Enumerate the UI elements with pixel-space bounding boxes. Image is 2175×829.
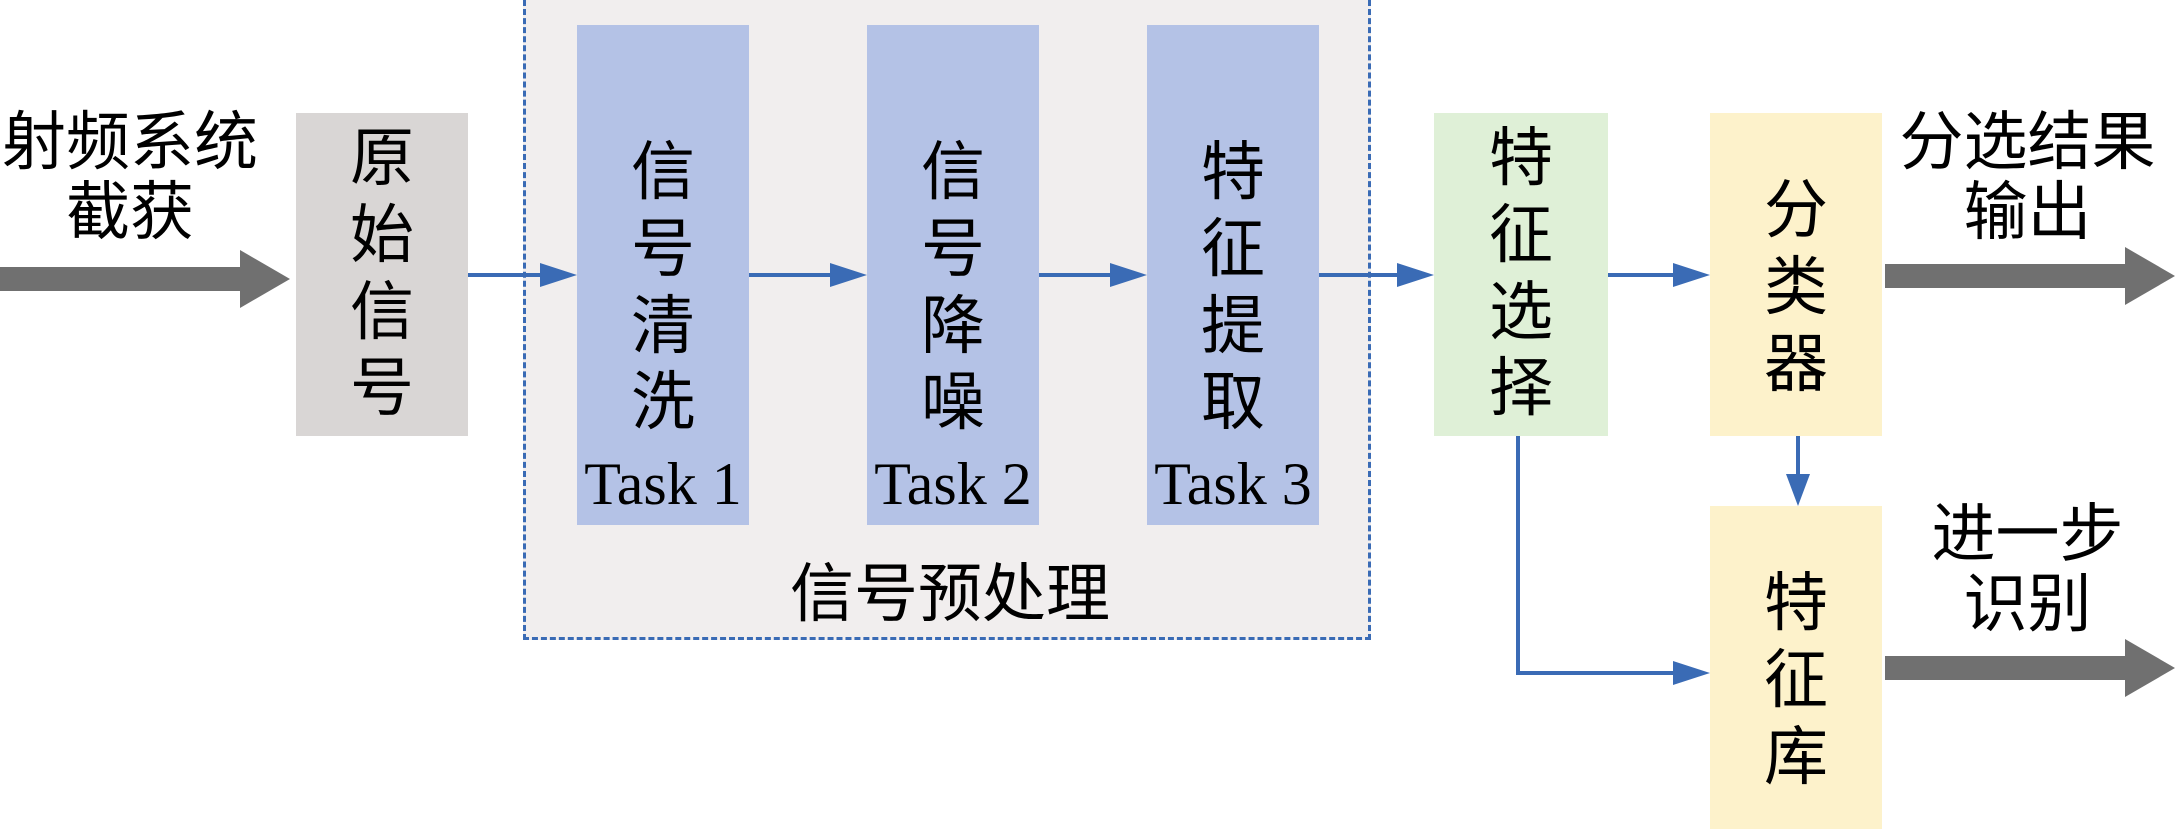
step-box-denoise: 信号降噪	[867, 25, 1039, 525]
output-label-line2: 输出	[1963, 176, 2092, 251]
step-label-denoise: 信号降噪	[921, 136, 985, 441]
classifier-box: 分类器	[1710, 113, 1882, 436]
raw-signal-label: 原始信号	[350, 121, 414, 427]
output-label: 分选结果 输出	[1880, 108, 2175, 249]
input-arrow	[0, 250, 290, 308]
arrow-select-to-library-head	[1673, 661, 1710, 685]
further-label: 进一步 识别	[1880, 500, 2175, 641]
feature-library-label: 特征库	[1764, 567, 1828, 795]
feature-selection-box: 特征选择	[1434, 113, 1608, 436]
output-arrow	[1885, 247, 2175, 305]
further-arrow	[1885, 639, 2175, 697]
arrow-classifier-to-library-head	[1786, 474, 1810, 506]
arrow-extract-to-select-head	[1397, 263, 1434, 287]
arrow-select-to-library	[1516, 436, 1685, 675]
arrow-clean-to-denoise-head	[830, 263, 867, 287]
step-label-feature-extract: 特征提取	[1201, 136, 1265, 441]
further-label-line2: 识别	[1963, 568, 2092, 643]
step-box-feature-extract: 特征提取	[1147, 25, 1319, 525]
task-label-2: Task 2	[874, 451, 1032, 517]
further-label-line1: 进一步	[1931, 498, 2124, 572]
step-label-cleaning: 信号清洗	[631, 136, 695, 441]
arrow-select-to-classifier-head	[1673, 263, 1710, 287]
arrow-denoise-to-extract-head	[1110, 263, 1147, 287]
task-label-1: Task 1	[584, 451, 742, 517]
task-label-3: Task 3	[1154, 451, 1312, 517]
output-label-line1: 分选结果	[1899, 106, 2156, 180]
input-label-line1: 射频系统	[2, 106, 258, 180]
arrow-raw-to-clean-head	[540, 263, 577, 287]
feature-selection-label: 特征选择	[1489, 121, 1553, 427]
step-box-cleaning: 信号清洗	[577, 25, 749, 525]
input-label-line2: 截获	[66, 176, 194, 251]
raw-signal-box: 原始信号	[296, 113, 468, 436]
feature-library-box: 特征库	[1710, 506, 1882, 829]
preprocess-title: 信号预处理	[790, 558, 1110, 632]
classifier-label: 分类器	[1764, 174, 1828, 402]
input-label: 射频系统 截获	[0, 108, 260, 249]
